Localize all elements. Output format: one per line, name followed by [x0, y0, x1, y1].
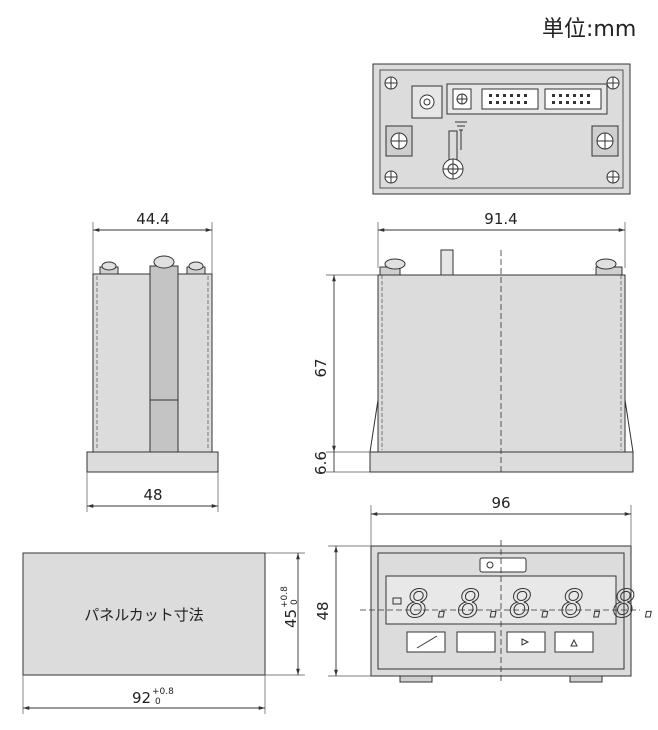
cutout-width-tol-plus: +0.8	[152, 687, 174, 697]
front-height-label: 67	[312, 358, 330, 377]
screw-icon	[606, 76, 620, 90]
cutout-height-value: 45	[282, 609, 300, 628]
cutout-height-tol-plus: +0.8	[280, 586, 290, 608]
display-digits: 8.8.8.8.8.8	[406, 582, 658, 626]
screw-icon	[596, 132, 614, 150]
front-width-label: 91.4	[484, 210, 517, 228]
side-bottom-width-label: 48	[143, 486, 162, 504]
screw-icon	[390, 132, 408, 150]
screw-icon	[384, 170, 398, 184]
operation-buttons	[406, 631, 594, 653]
cutout-height-tol-minus: 0	[290, 599, 300, 605]
panel-width-label: 96	[491, 494, 510, 512]
cutout-width-value: 92	[132, 689, 151, 707]
front-side-view	[369, 249, 634, 473]
slash-icon	[416, 635, 438, 649]
unit-label: 単位:mm	[542, 17, 636, 42]
triangle-up-icon	[570, 638, 578, 647]
side-top-width-label: 44.4	[136, 210, 169, 228]
panel-front-view: 8.8.8.8.8.8	[360, 540, 658, 684]
rear-view	[372, 63, 631, 195]
cutout-label: パネルカット寸法	[84, 606, 204, 624]
panel-height-label: 48	[314, 601, 332, 620]
play-icon	[521, 638, 530, 646]
panel-cutout: パネルカット寸法	[22, 552, 266, 676]
screw-icon	[606, 170, 620, 184]
side-view	[86, 255, 219, 473]
flange-height-label: 6.6	[312, 451, 330, 475]
screw-icon	[384, 76, 398, 90]
cutout-width-tol-minus: 0	[155, 697, 161, 707]
